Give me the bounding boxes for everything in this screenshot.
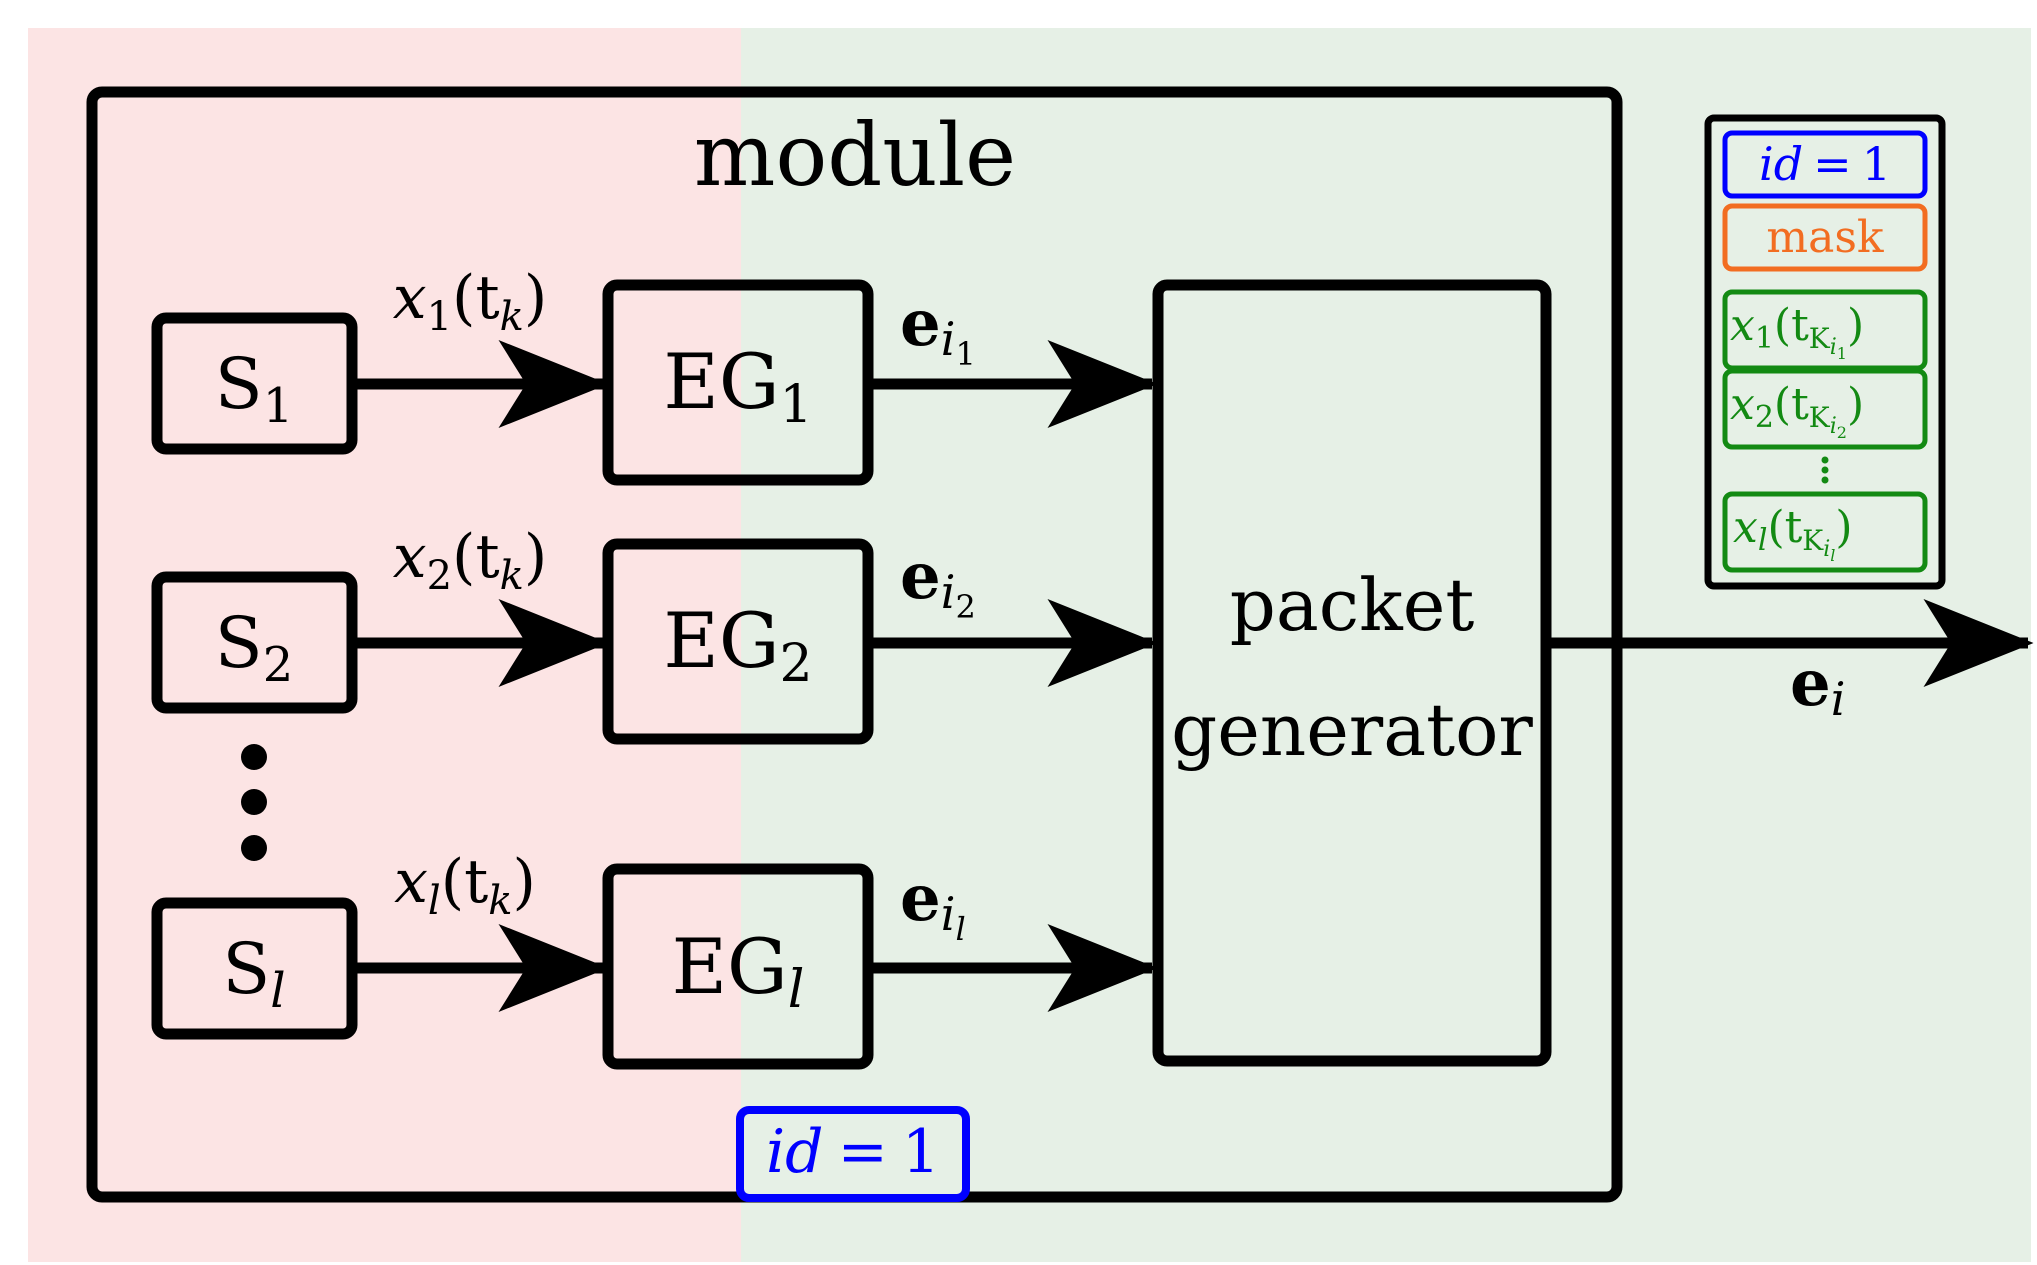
- sensor-1: S1: [151, 312, 358, 455]
- packet-field-1: [1722, 289, 1928, 371]
- signal-label-2: x2(tk): [393, 522, 548, 599]
- signal-label-l: xl(tk): [394, 847, 536, 924]
- packet-generator-box: [1152, 279, 1552, 1067]
- svg-text:S1: S1: [215, 343, 294, 434]
- event-generator-2: EG2: [602, 538, 874, 745]
- module-id-text: id=1: [766, 1117, 940, 1187]
- svg-text:S2: S2: [215, 602, 294, 693]
- packet-field-l-text: xl(tKil): [1733, 502, 1853, 565]
- sensor-ellipsis: [241, 744, 267, 861]
- packet-id-text: id=1: [1759, 137, 1891, 191]
- signal-label-1: x1(tk): [393, 263, 548, 340]
- packet-structure-box: [1704, 114, 1946, 590]
- packet-field-2: [1722, 368, 1928, 450]
- packet-field-1-text: x1(tKi1): [1730, 300, 1864, 363]
- svg-text:EG1: EG1: [663, 337, 812, 435]
- output-label: ei: [1790, 646, 1845, 726]
- module-title: module: [694, 106, 1016, 206]
- packet-mask-text: mask: [1766, 212, 1884, 263]
- packet-field-l: [1722, 491, 1928, 573]
- packet-field-2-text: x2(tKi2): [1730, 379, 1864, 442]
- event-generator-l: EGl: [602, 863, 874, 1070]
- packet-id-field: [1722, 130, 1928, 199]
- svg-text:Sl: Sl: [222, 928, 285, 1019]
- event-label-1: ei1: [900, 286, 976, 373]
- packet-field-ellipsis: [1821, 456, 1829, 484]
- sensor-l: Sl: [151, 897, 358, 1040]
- event-label-l: eil: [900, 861, 966, 948]
- event-generator-1: EG1: [602, 279, 874, 486]
- module-id-badge: [736, 1106, 970, 1202]
- packet-generator-line2: generator: [1171, 688, 1533, 772]
- packet-mask-field: [1722, 203, 1928, 272]
- svg-text:EG2: EG2: [663, 596, 812, 694]
- svg-text:EGl: EGl: [672, 922, 805, 1020]
- event-label-2: ei2: [900, 539, 976, 626]
- sensor-2: S2: [151, 571, 358, 714]
- packet-generator-line1: packet: [1230, 563, 1475, 647]
